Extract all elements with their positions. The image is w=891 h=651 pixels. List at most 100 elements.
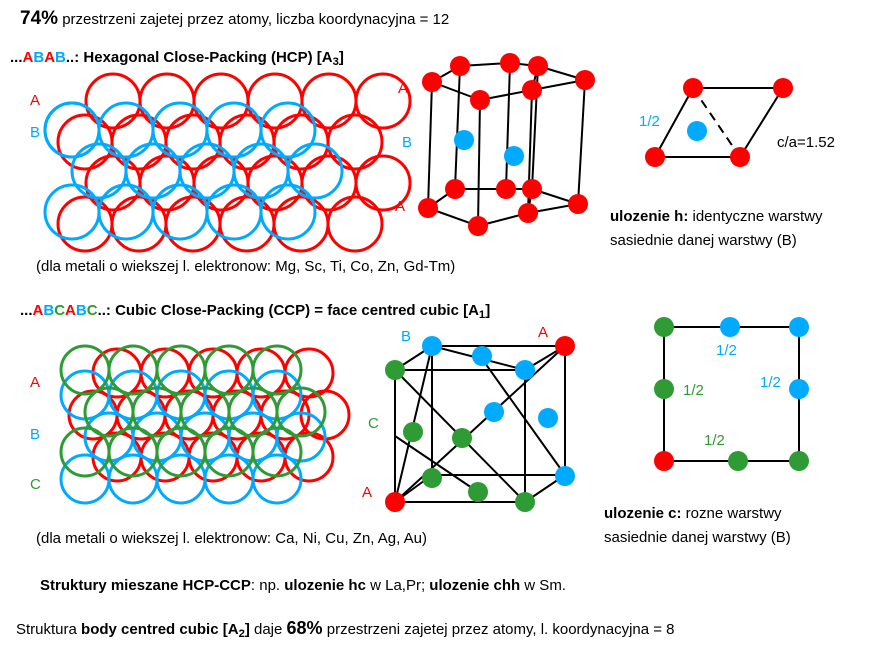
hcp-edge xyxy=(477,99,481,227)
atom-b xyxy=(472,346,492,366)
atom-a xyxy=(385,492,405,512)
footer-line: Struktura body centred cubic [A2] daje 6… xyxy=(16,618,675,639)
mixed-text-2: w La,Pr; xyxy=(365,577,430,594)
ccp-title-close: ] xyxy=(485,302,491,319)
atom-c xyxy=(789,451,809,471)
layer-a-circle xyxy=(138,72,196,130)
layer-b-circle xyxy=(286,142,344,200)
layer-b-circle xyxy=(203,453,255,505)
ccp-desc-rest: rozne warstwy xyxy=(681,505,782,522)
layer-b-circle xyxy=(124,142,182,200)
hcp-edge xyxy=(454,65,461,190)
layer-a-circle xyxy=(246,154,304,212)
ccp-layer-circles xyxy=(59,344,351,505)
ccp-layer-label-b: B xyxy=(30,426,41,443)
ccp-title-dots: ... xyxy=(20,302,33,319)
hcp-layer-circles xyxy=(43,72,412,253)
ccp-seq-4: A xyxy=(65,302,76,319)
footer-text-2: daje xyxy=(249,621,287,638)
layer-c-circle xyxy=(275,386,327,438)
layer-a-circle xyxy=(300,72,358,130)
footer-text-3: przestrzeni zajetej przez atomy, l. koor… xyxy=(322,621,675,638)
ccp-seq-6: C xyxy=(86,302,98,319)
atom-c xyxy=(515,492,535,512)
ccp-diagonal xyxy=(479,355,566,476)
ccp-half-label-3: 1/2 xyxy=(683,382,704,399)
hcp-unit-cell xyxy=(425,61,586,228)
layer-b-circle xyxy=(155,453,207,505)
ccp-title: ...ABCABC..: Cubic Close-Packing (CCP) =… xyxy=(20,302,491,320)
hcp-desc-bold: ulozenie h: xyxy=(610,208,689,225)
layer-b-circle xyxy=(97,101,155,159)
ccp-face-square xyxy=(663,326,800,462)
hcp-cell-label-a-bottom: A xyxy=(395,198,406,215)
atom-b xyxy=(454,130,474,150)
atom-a xyxy=(470,90,490,110)
hcp-seq-4: B xyxy=(55,49,66,66)
hcp-edge xyxy=(427,81,433,209)
packing-percent-74: 74% xyxy=(20,8,59,29)
atom-a xyxy=(568,194,588,214)
hcp-desc: ulozenie h: identyczne warstwy sasiednie… xyxy=(610,205,823,253)
hcp-cell-label-a-top: A xyxy=(398,80,409,97)
atom-a xyxy=(445,179,465,199)
hcp-seq-2: B xyxy=(33,49,45,66)
layer-a-circle xyxy=(192,154,250,212)
hcp-title-text: ..: Hexagonal Close-Packing (HCP) [A xyxy=(65,49,333,66)
atom-b xyxy=(538,408,558,428)
atom-c xyxy=(654,379,674,399)
layer-b-circle xyxy=(251,453,303,505)
hcp-desc-rest: identyczne warstwy xyxy=(688,208,823,225)
atom-b xyxy=(484,402,504,422)
hcp-title-sub: 3 xyxy=(332,55,339,68)
layer-a-circle xyxy=(164,195,222,253)
layer-a-circle xyxy=(192,72,250,130)
atom-a xyxy=(522,179,542,199)
ccp-seq-3: C xyxy=(54,302,66,319)
ccp-cell-label-a-top: A xyxy=(538,324,549,341)
hcp-half-label: 1/2 xyxy=(639,113,660,130)
atom-c xyxy=(654,317,674,337)
atom-c xyxy=(728,451,748,471)
ccp-half-label-2: 1/2 xyxy=(760,374,781,391)
hcp-base-rhombus xyxy=(654,87,784,158)
hcp-desc-line2: sasiednie danej warstwy (B) xyxy=(610,232,797,249)
layer-b-circle xyxy=(43,183,101,241)
atom-b xyxy=(720,317,740,337)
mixed-structures: Struktury mieszane HCP-CCP: np. ulozenie… xyxy=(40,577,566,594)
atom-b xyxy=(422,336,442,356)
atom-a xyxy=(518,203,538,223)
hcp-metals: (dla metali o wiekszej l. elektronow: Mg… xyxy=(36,258,456,275)
layer-a-circle xyxy=(110,113,168,171)
atom-a xyxy=(496,179,516,199)
layer-b-circle xyxy=(205,101,263,159)
atom-a xyxy=(773,78,793,98)
hcp-seq-3: A xyxy=(44,49,56,66)
ccp-desc: ulozenie c: rozne warstwy sasiednie dane… xyxy=(604,502,791,550)
atom-a xyxy=(528,56,548,76)
mixed-bold-1: Struktury mieszane HCP-CCP xyxy=(40,577,251,594)
atom-c xyxy=(422,468,442,488)
hcp-title-close: ] xyxy=(338,49,344,66)
atom-a xyxy=(730,147,750,167)
layer-a-circle xyxy=(326,195,384,253)
atom-c xyxy=(468,482,488,502)
atom-c xyxy=(403,422,423,442)
layer-c-circle xyxy=(251,344,303,396)
layer-b-circle xyxy=(275,411,327,463)
ccp-title-text: ..: Cubic Close-Packing (CCP) = face cen… xyxy=(97,302,479,319)
atom-a xyxy=(575,70,595,90)
ccp-face-atoms xyxy=(654,317,809,471)
rhombus-edge xyxy=(654,87,694,158)
atom-b xyxy=(515,360,535,380)
hcp-edge xyxy=(505,62,511,190)
ccp-metals: (dla metali o wiekszej l. elektronow: Ca… xyxy=(36,530,427,547)
rhombus-edge xyxy=(739,87,784,158)
layer-a-circle xyxy=(84,154,142,212)
layer-b-circle xyxy=(151,101,209,159)
layer-a-circle xyxy=(56,195,114,253)
ccp-diagonal xyxy=(394,435,479,493)
layer-b-circle xyxy=(70,142,128,200)
ccp-cell-label-a-bottom: A xyxy=(362,484,373,501)
